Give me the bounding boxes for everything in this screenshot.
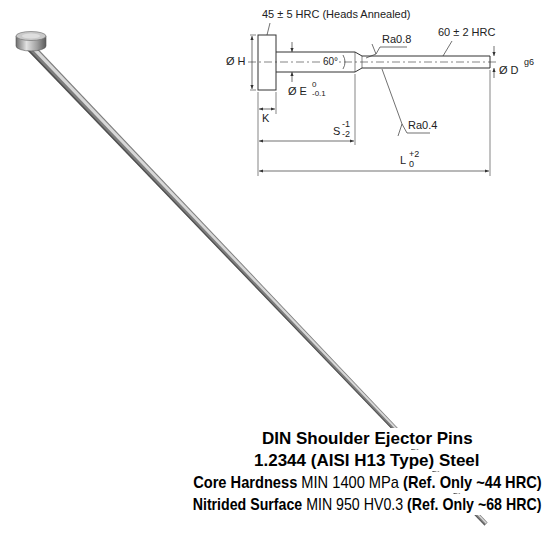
dimension-label: Ra0.4 xyxy=(408,119,437,132)
dimension-label: -0.1 xyxy=(312,89,326,99)
dimension-label: g6 xyxy=(524,57,534,68)
dimension-label: 0 xyxy=(409,159,414,170)
dimension-label: 60° xyxy=(322,56,339,68)
caption-text: 1.2344 (AISI H13 Type) Steel xyxy=(254,451,480,470)
caption-text: MIN 1400 MPa xyxy=(301,473,399,492)
dimension-label: Ø H xyxy=(226,55,246,68)
caption-text: Core Hardness xyxy=(193,473,297,492)
dimension-label: K xyxy=(262,112,269,125)
dimension-label: Ø E xyxy=(288,85,307,98)
dimension-label: Ra0.8 xyxy=(382,33,411,46)
caption-line: Nitrided Surface MIN 950 HV0.3 (Ref. Onl… xyxy=(191,494,543,515)
dimension-label: +2 xyxy=(409,149,419,160)
dimension-label: 45 ± 5 HRC (Heads Annealed) xyxy=(262,8,411,21)
caption-line: Core Hardness MIN 1400 MPa (Ref. Only ~4… xyxy=(191,472,543,493)
dimension-label: 0 xyxy=(312,80,316,90)
dimension-label: -1 xyxy=(342,119,350,130)
caption-text: (Ref. Only ~44 HRC) xyxy=(403,473,542,492)
pin-drawing xyxy=(248,23,498,176)
dimension-label: 60 ± 2 HRC xyxy=(438,26,495,39)
caption-text: (Ref. Only ~68 HRC) xyxy=(407,495,541,514)
dimension-label: Ø D xyxy=(499,64,519,77)
dimension-label: S xyxy=(333,125,340,138)
caption-line: 1.2344 (AISI H13 Type) Steel xyxy=(252,450,482,471)
caption-line: DIN Shoulder Ejector Pins xyxy=(260,428,475,449)
pin-photo xyxy=(16,32,488,526)
caption-text: Nitrided Surface xyxy=(193,495,303,514)
dimension-label: -2 xyxy=(342,129,350,140)
caption-text: MIN 950 HV0.3 xyxy=(306,495,403,514)
title-text: DIN Shoulder Ejector Pins xyxy=(262,429,473,448)
dimension-label: L xyxy=(400,154,406,167)
